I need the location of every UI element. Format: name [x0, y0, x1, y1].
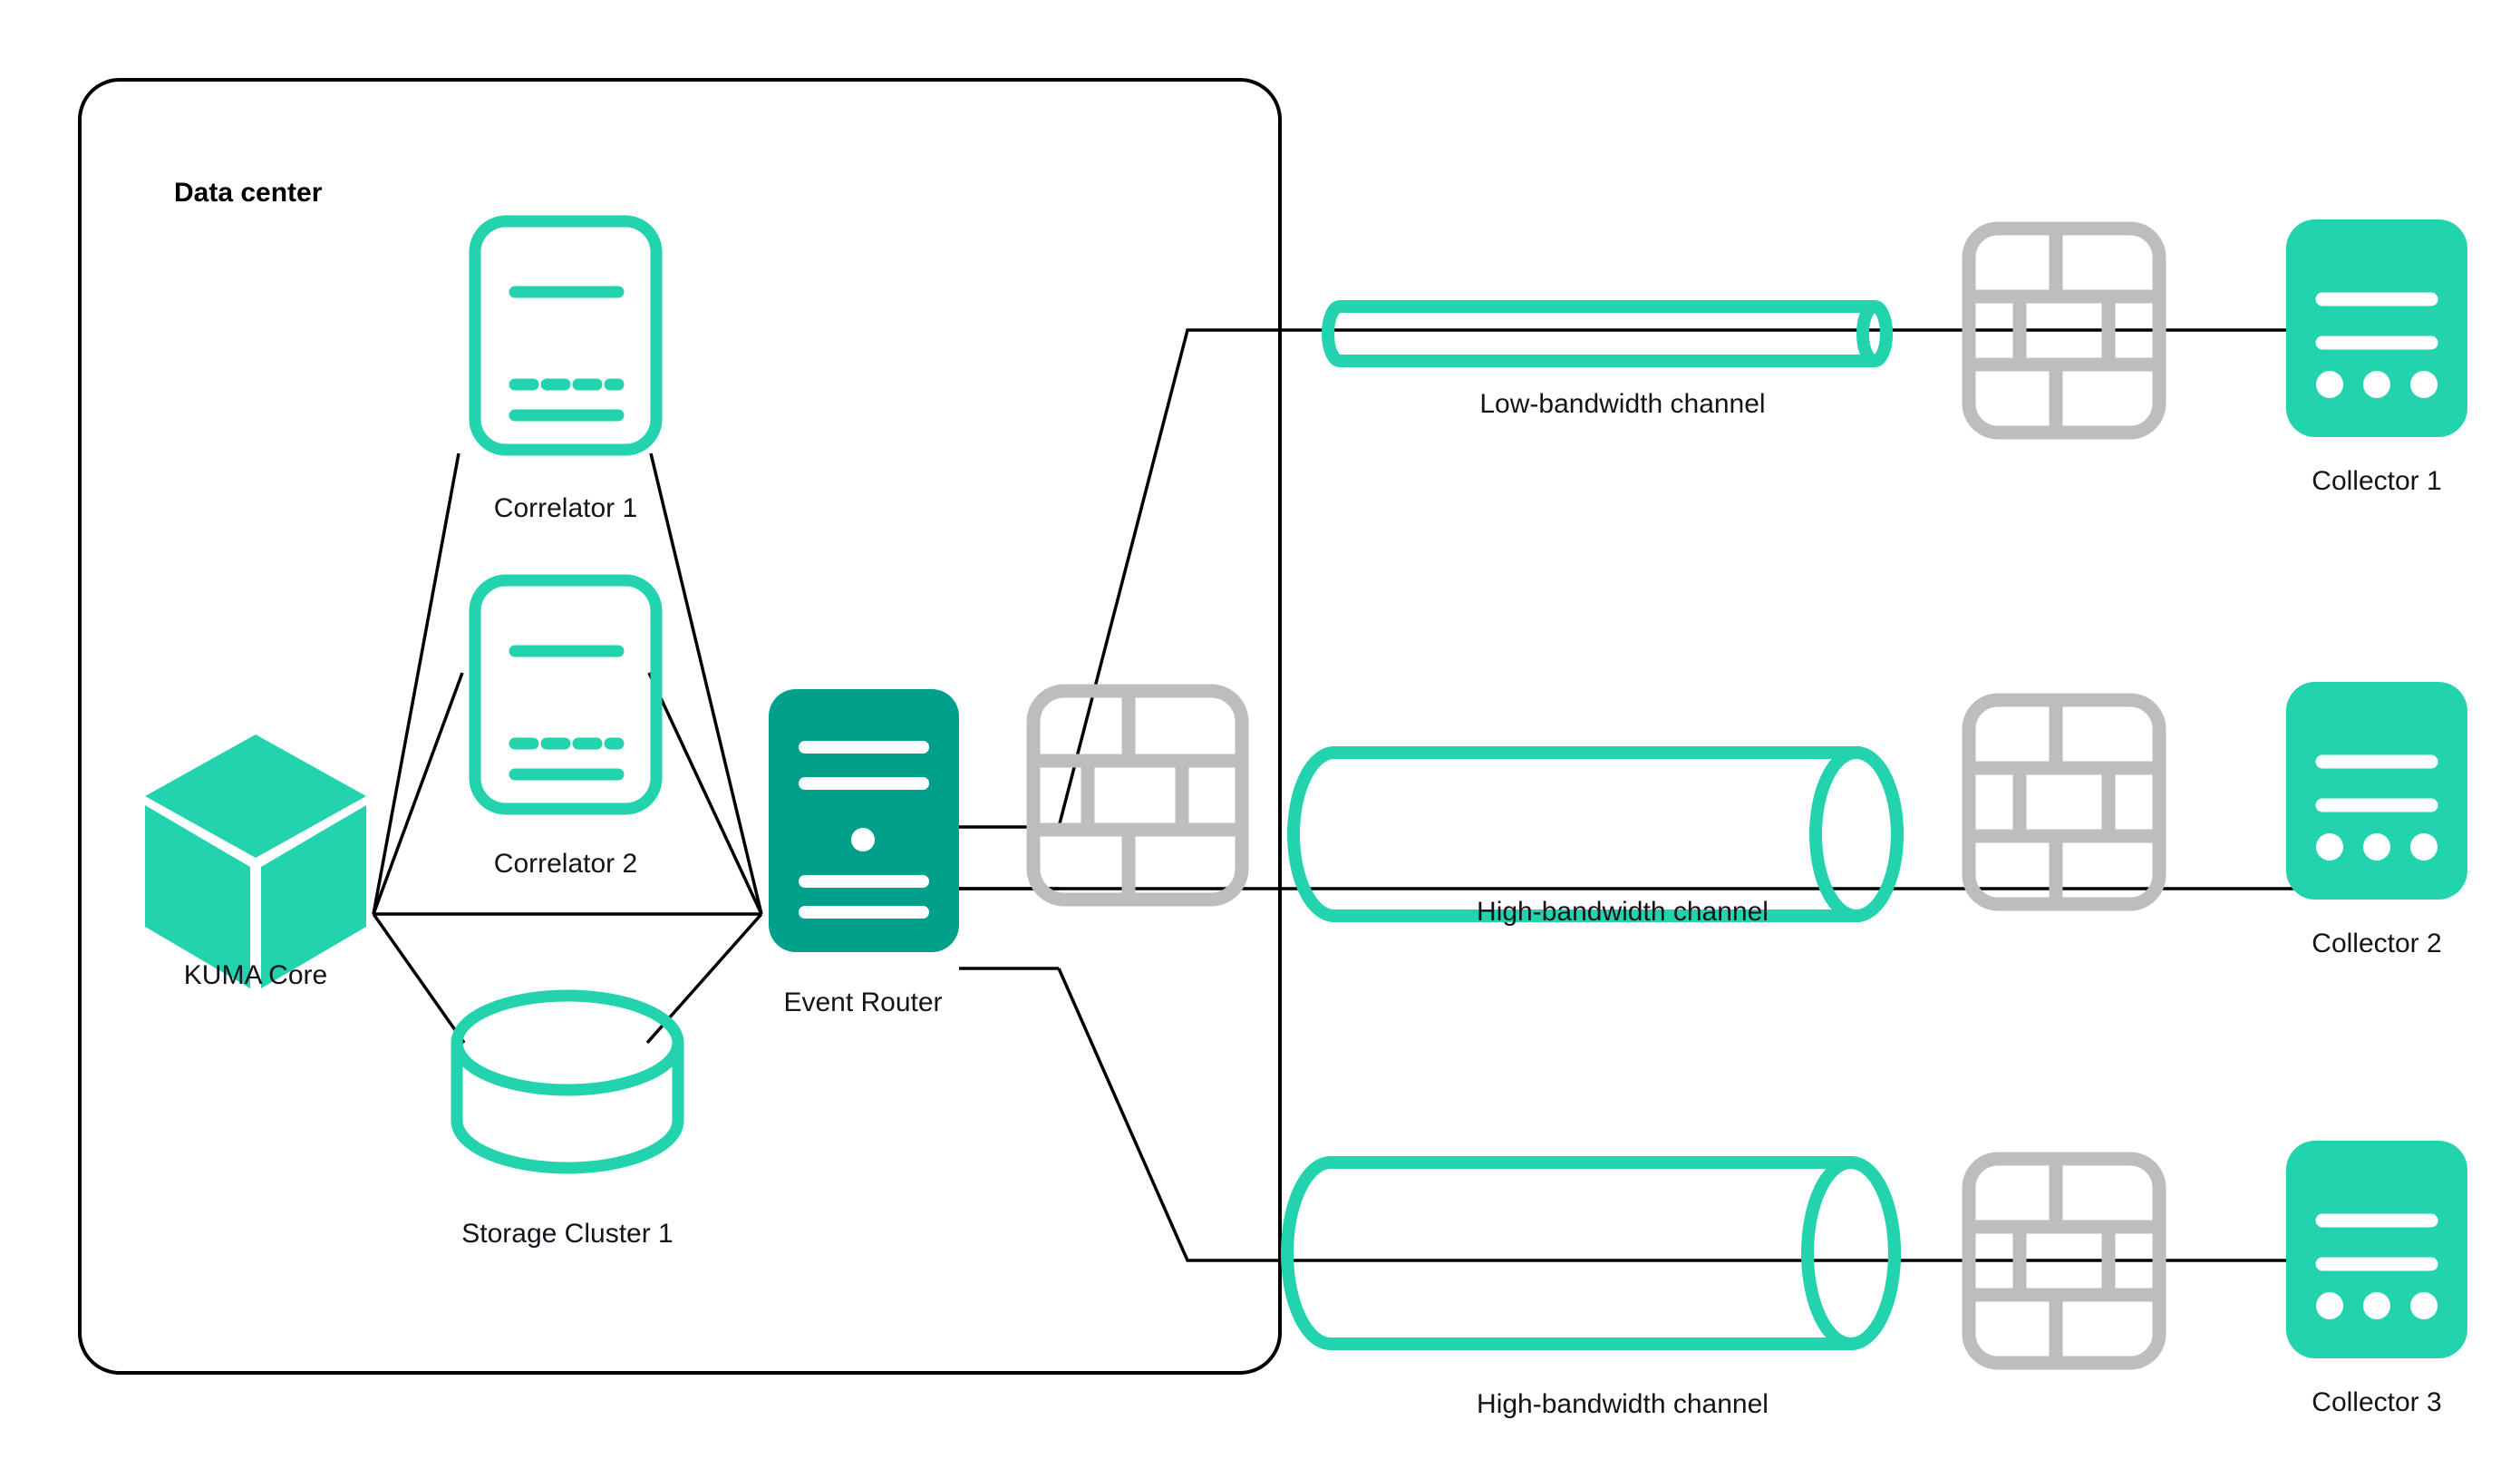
- kuma-core-label: KUMA Core: [184, 960, 327, 990]
- correlator-1-label: Correlator 1: [494, 493, 637, 523]
- collector-icon-body: [2286, 1141, 2467, 1358]
- collector-icon-dot-1: [2316, 833, 2343, 861]
- node-correlator-1[interactable]: Correlator 1: [469, 215, 663, 523]
- database-icon-top: [451, 989, 684, 1096]
- channel-bottom-label: High-bandwidth channel: [1477, 1389, 1769, 1419]
- low-bandwidth-pipe-cap: [1856, 300, 1893, 367]
- collector-icon-dot-3: [2410, 371, 2438, 398]
- node-storage-cluster-1[interactable]: Storage Cluster 1: [451, 989, 684, 1249]
- cube-icon-top-face: [145, 734, 366, 858]
- node-correlator-2[interactable]: Correlator 2: [469, 574, 663, 879]
- collector-icon-dot-3: [2410, 1292, 2438, 1319]
- correlator-2-label: Correlator 2: [494, 849, 637, 879]
- link-firewall-to-bottom-row: [1057, 968, 2339, 1262]
- channel-top-label: Low-bandwidth channel: [1479, 389, 1765, 419]
- link-correlator-2-to-router: [647, 672, 763, 915]
- low-bandwidth-pipe-body: [1322, 300, 1893, 367]
- firewall-middle[interactable]: [1962, 693, 2166, 911]
- firewall-icon-frame: [1026, 684, 1249, 907]
- node-collector-3[interactable]: Collector 3: [2286, 1141, 2467, 1417]
- channel-bottom[interactable]: High-bandwidth channel: [1281, 1156, 1901, 1419]
- cube-icon-right-face: [261, 805, 366, 988]
- node-event-router[interactable]: Event Router: [769, 689, 959, 1017]
- connector-lines: [372, 328, 2339, 1262]
- collector-1-label: Collector 1: [2312, 466, 2441, 496]
- collector-icon-dot-1: [2316, 371, 2343, 398]
- storage-cluster-1-label: Storage Cluster 1: [461, 1219, 673, 1249]
- node-collector-2[interactable]: Collector 2: [2286, 682, 2467, 958]
- collector-icon-dot-3: [2410, 833, 2438, 861]
- channel-middle-label: High-bandwidth channel: [1477, 897, 1769, 927]
- collector-icon-body: [2286, 219, 2467, 437]
- collector-icon-dot-1: [2316, 1292, 2343, 1319]
- event-router-label: Event Router: [783, 987, 942, 1017]
- data-center-boundary: [78, 78, 1282, 1375]
- collector-icon-dot-2: [2363, 833, 2390, 861]
- firewall-icon-frame: [1962, 1152, 2166, 1370]
- high-bandwidth-pipe-cap: [1809, 746, 1904, 922]
- collector-3-label: Collector 3: [2312, 1387, 2441, 1417]
- database-icon-body: [451, 1043, 684, 1174]
- correlator-icon-body: [469, 215, 663, 456]
- collector-2-label: Collector 2: [2312, 929, 2441, 958]
- cube-icon-left-face: [145, 805, 250, 988]
- firewall-inner[interactable]: [1026, 684, 1249, 907]
- collector-icon-dot-2: [2363, 1292, 2390, 1319]
- node-collector-1[interactable]: Collector 1: [2286, 219, 2467, 496]
- correlator-icon-body: [469, 574, 663, 815]
- link-core-to-correlator-2: [372, 672, 464, 915]
- data-center-label: Data center: [174, 178, 323, 208]
- link-firewall-to-top-row: [1057, 328, 2339, 828]
- high-bandwidth-pipe-cap: [1801, 1156, 1901, 1350]
- node-kuma-core[interactable]: KUMA Core: [145, 734, 366, 990]
- link-correlator-1-to-router: [649, 452, 763, 915]
- firewall-icon-frame: [1962, 693, 2166, 911]
- firewall-top[interactable]: [1962, 221, 2166, 440]
- collector-icon-body: [2286, 682, 2467, 900]
- channel-middle[interactable]: High-bandwidth channel: [1287, 746, 1904, 927]
- firewall-icon-frame: [1962, 221, 2166, 440]
- link-core-to-storage: [372, 912, 466, 1045]
- server-icon-status-dot: [851, 828, 875, 851]
- channel-top[interactable]: Low-bandwidth channel: [1322, 300, 1893, 419]
- collector-icon-dot-2: [2363, 371, 2390, 398]
- link-core-to-correlator-1: [372, 452, 460, 915]
- firewall-bottom[interactable]: [1962, 1152, 2166, 1370]
- high-bandwidth-pipe-body: [1287, 746, 1904, 922]
